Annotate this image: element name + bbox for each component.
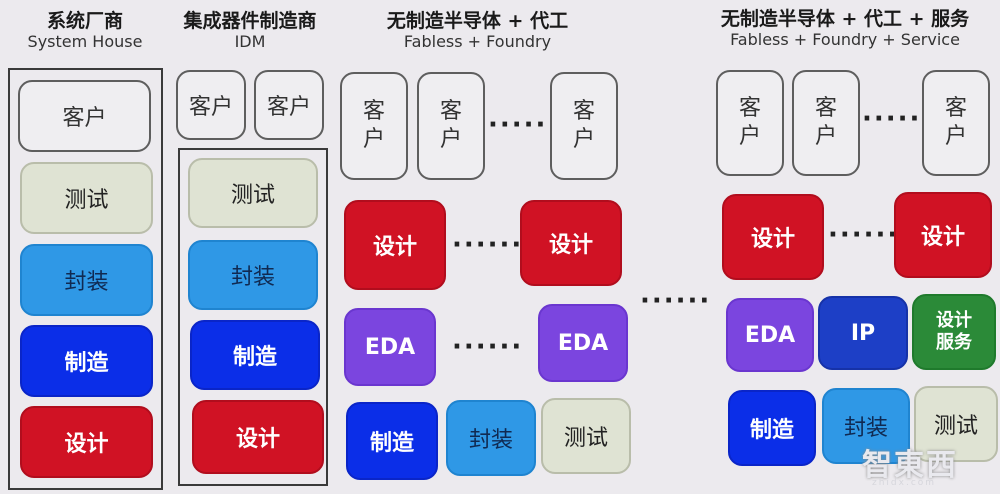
header-fabless-foundry-service-cn: 无制造半导体 + 代工 + 服务	[720, 8, 970, 30]
header-system-house-en: System House	[27, 32, 143, 51]
service-design-1: 设计	[722, 194, 824, 280]
idm-packaging: 封装	[188, 240, 318, 310]
service-design-service: 设计服务	[912, 294, 996, 370]
middle-ellipsis: ······	[640, 286, 712, 316]
service-customer-2-label: 客户	[815, 96, 838, 149]
header-idm-cn: 集成器件制造商	[183, 10, 317, 32]
watermark-url: zhidx.com	[872, 478, 937, 488]
fabless-manufacturing: 制造	[346, 402, 438, 480]
service-customer-1: 客户	[716, 70, 784, 176]
idm-frame	[178, 148, 328, 486]
service-customer-ellipsis: ······	[862, 104, 934, 134]
service-test: 测试	[914, 386, 998, 462]
watermark-logo: 智東西	[862, 448, 958, 483]
header-fabless-foundry: 无制造半导体 + 代工 Fabless + Foundry	[345, 10, 610, 52]
idm-customer-2: 客户	[254, 70, 324, 140]
fabless-eda-ellipsis: ······	[452, 332, 524, 362]
idm-design: 设计	[192, 400, 324, 474]
system-house-manufacturing: 制造	[20, 325, 153, 397]
fabless-customer-2: 客户	[417, 72, 485, 180]
header-fabless-foundry-cn: 无制造半导体 + 代工	[386, 10, 569, 32]
service-customer-3: 客户	[922, 70, 990, 176]
system-house-test: 测试	[20, 162, 153, 234]
idm-customer-1: 客户	[176, 70, 246, 140]
service-customer-3-label: 客户	[945, 96, 968, 149]
fabless-customer-3: 客户	[550, 72, 618, 180]
fabless-eda-2: EDA	[538, 304, 628, 382]
service-design-2: 设计	[894, 192, 992, 278]
fabless-test: 测试	[541, 398, 631, 474]
service-ip: IP	[818, 296, 908, 370]
header-fabless-foundry-service: 无制造半导体 + 代工 + 服务 Fabless + Foundry + Ser…	[715, 8, 975, 50]
service-manufacturing: 制造	[728, 390, 816, 466]
service-eda: EDA	[726, 298, 814, 372]
fabless-design-1: 设计	[344, 200, 446, 290]
fabless-customer-ellipsis: ······	[488, 110, 560, 140]
header-idm: 集成器件制造商 IDM	[170, 10, 330, 52]
fabless-packaging: 封装	[446, 400, 536, 476]
header-system-house-cn: 系统厂商	[46, 10, 123, 32]
header-fabless-foundry-en: Fabless + Foundry	[403, 32, 552, 51]
system-house-packaging: 封装	[20, 244, 153, 316]
fabless-design-2: 设计	[520, 200, 622, 286]
fabless-eda-1: EDA	[344, 308, 436, 386]
service-customer-2: 客户	[792, 70, 860, 176]
fabless-customer-2-label: 客户	[440, 99, 463, 152]
service-design-ellipsis: ······	[828, 220, 900, 250]
idm-manufacturing: 制造	[190, 320, 320, 390]
header-idm-en: IDM	[234, 32, 266, 51]
idm-test: 测试	[188, 158, 318, 228]
fabless-customer-3-label: 客户	[573, 99, 596, 152]
service-customer-1-label: 客户	[739, 96, 762, 149]
service-packaging: 封装	[822, 388, 910, 464]
service-design-service-label: 设计服务	[936, 310, 972, 353]
fabless-customer-1-label: 客户	[363, 99, 386, 152]
system-house-customer: 客户	[18, 80, 151, 152]
fabless-design-ellipsis: ······	[452, 230, 524, 260]
fabless-customer-1: 客户	[340, 72, 408, 180]
header-system-house: 系统厂商 System House	[5, 10, 165, 52]
header-fabless-foundry-service-en: Fabless + Foundry + Service	[730, 30, 960, 49]
system-house-frame	[8, 68, 163, 490]
system-house-design: 设计	[20, 406, 153, 478]
